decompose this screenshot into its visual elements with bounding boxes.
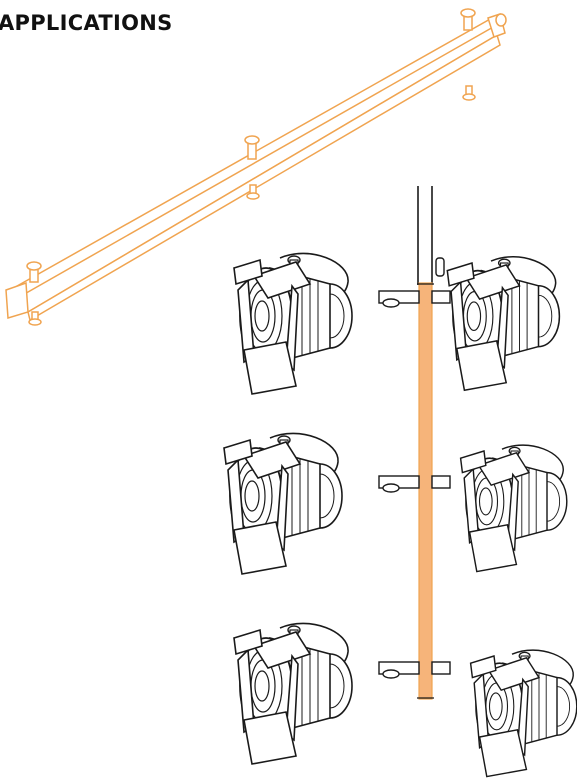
vertical-mounting-pole (417, 186, 445, 700)
spotlight-right-bottom (469, 649, 577, 778)
spotlight-left-middle (223, 432, 343, 575)
spotlight-right-top (446, 255, 561, 392)
spotlight-left-bottom (233, 622, 353, 765)
stage-spotlights (223, 252, 577, 778)
horizontal-mounting-bar (5, 8, 507, 326)
spotlight-right-middle (459, 444, 568, 573)
spotlight-left-top (233, 252, 353, 395)
page-title: APPLICATIONS (0, 11, 173, 35)
pole-clamps (378, 290, 451, 679)
